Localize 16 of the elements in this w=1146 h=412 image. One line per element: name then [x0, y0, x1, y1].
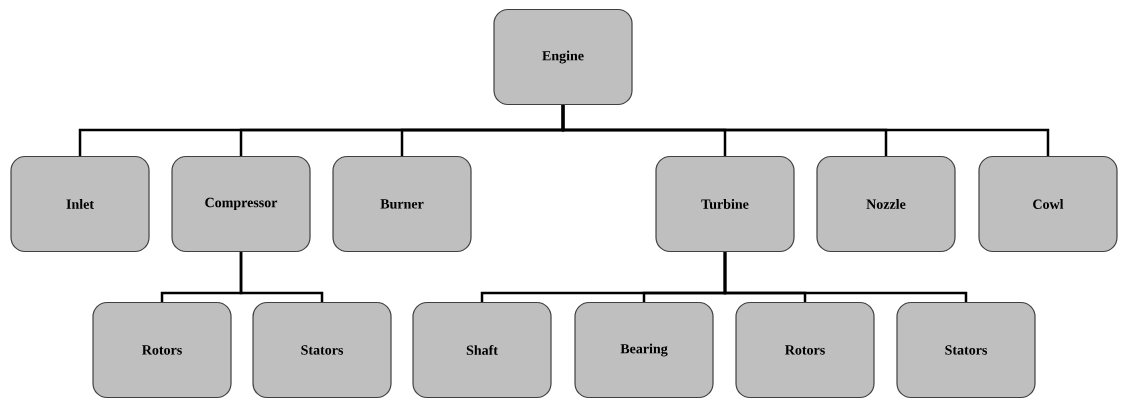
part-box: Engine: [493, 8, 633, 106]
part-box: Inlet: [10, 155, 150, 253]
connector-line: [561, 105, 1050, 156]
part-box: Burner: [332, 155, 472, 253]
connector-line: [723, 252, 968, 302]
part-box: Shaft: [412, 301, 552, 399]
part-box: Stators: [896, 301, 1036, 399]
part-box: Rotors: [92, 301, 232, 399]
part-box: Nozzle: [816, 155, 956, 253]
part-box: Stators: [252, 301, 392, 399]
part-box: Bearing: [574, 301, 714, 399]
part-box: Rotors: [735, 301, 875, 399]
part-box: Turbine: [655, 155, 795, 253]
part-box: Compressor: [171, 155, 311, 253]
connector-line: [239, 252, 324, 302]
part-box: Cowl: [978, 155, 1118, 253]
